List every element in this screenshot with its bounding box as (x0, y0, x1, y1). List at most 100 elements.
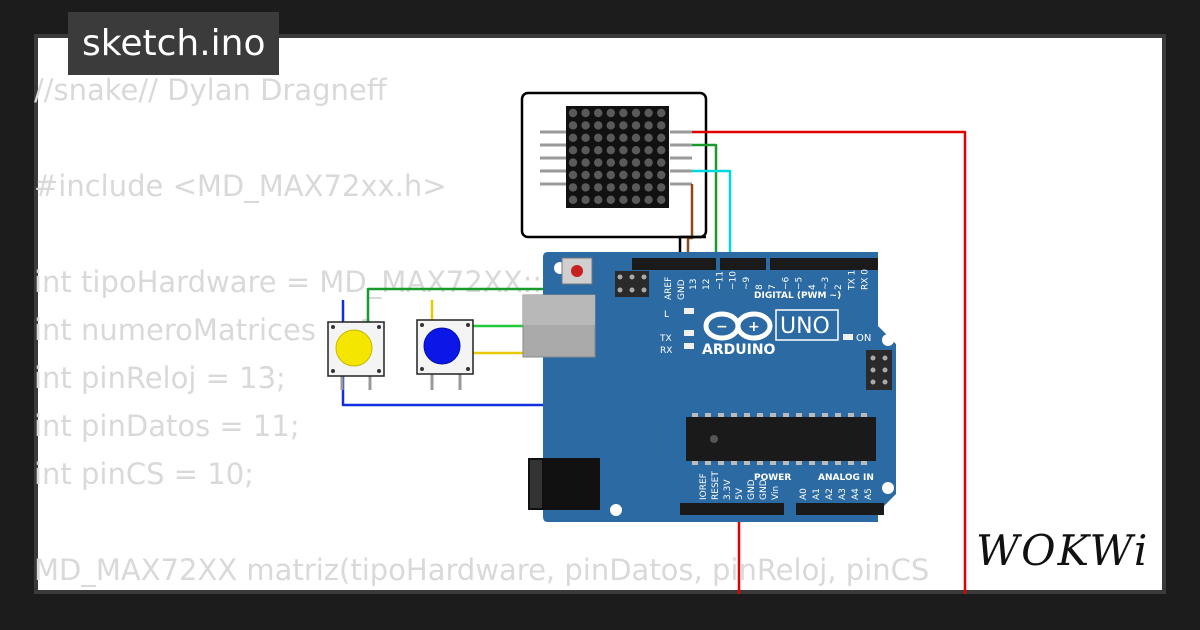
matrix-led (606, 183, 615, 192)
wire-cyan-cs[interactable] (692, 169, 732, 262)
matrix-led (606, 146, 615, 155)
matrix-led (581, 195, 590, 204)
matrix-led (594, 170, 603, 180)
matrix-led (631, 195, 641, 204)
matrix-led (644, 146, 653, 155)
matrix-led (644, 108, 653, 118)
code-line: #include <MD_MAX72xx.h> (34, 169, 447, 203)
matrix-led (568, 133, 578, 142)
matrix-led (606, 170, 615, 180)
matrix-led (657, 158, 666, 167)
pin-label: GND (759, 479, 769, 500)
pin-label: A5 (864, 488, 874, 500)
pin-label: 2 (834, 284, 844, 290)
matrix-led (631, 108, 641, 118)
code-line: int pinReloj = 13; (34, 361, 286, 395)
matrix-led (619, 108, 628, 118)
pin-label: ~9 (742, 276, 752, 290)
matrix-led (606, 158, 615, 167)
arduino-uno-board[interactable]: − + ARDUINO UNO ON DIGITAL (PWM ~) POWER… (522, 252, 896, 522)
pin-label: ~5 (795, 277, 805, 290)
matrix-led (619, 170, 628, 180)
pin-label: RX 0 (861, 269, 871, 290)
matrix-led (657, 108, 666, 118)
matrix-led (606, 108, 615, 118)
pin-label: A0 (799, 488, 809, 500)
matrix-led (581, 158, 590, 167)
code-line: int pinCS = 10; (34, 457, 254, 491)
pin-label: 5V (735, 487, 745, 500)
matrix-led (594, 158, 603, 167)
pin-label: TX 1 (847, 270, 857, 291)
matrix-led (594, 133, 603, 142)
svg-text:−: − (716, 319, 728, 335)
matrix-led (657, 146, 666, 155)
matrix-led (581, 170, 590, 180)
led-matrix-module[interactable] (520, 91, 708, 239)
file-tab[interactable]: sketch.ino (68, 12, 280, 75)
matrix-led (657, 170, 666, 180)
yellow-push-button[interactable] (327, 321, 385, 390)
matrix-led (619, 195, 628, 204)
blue-push-button[interactable] (416, 319, 474, 390)
matrix-led (568, 195, 578, 204)
matrix-led (581, 146, 590, 155)
pin-label: A2 (825, 488, 835, 500)
wokwi-logo: WOKWi (976, 526, 1150, 575)
matrix-led (594, 183, 603, 192)
analog-label: ANALOG IN (818, 473, 874, 483)
svg-text:+: + (748, 319, 760, 335)
pin-label: 13 (689, 279, 699, 290)
pin-label: Vin (771, 486, 781, 500)
matrix-led (619, 183, 628, 192)
brand-label: ARDUINO (702, 342, 776, 358)
pin-label: ~3 (821, 277, 831, 290)
matrix-led (657, 133, 666, 142)
pin-label: ~6 (781, 276, 791, 290)
matrix-led (568, 158, 578, 167)
matrix-led (631, 183, 641, 192)
matrix-led (619, 121, 628, 130)
digital-label: DIGITAL (PWM ~) (754, 291, 841, 301)
matrix-led (606, 121, 615, 130)
pin-label: GND (747, 479, 757, 500)
matrix-led (657, 183, 666, 192)
matrix-led (581, 108, 590, 118)
pin-label: IOREF (699, 473, 709, 500)
matrix-led (619, 133, 628, 142)
pin-label: RESET (711, 471, 721, 500)
matrix-led (644, 121, 653, 130)
model-label: UNO (780, 314, 830, 339)
matrix-led (631, 170, 641, 180)
matrix-led (644, 158, 653, 167)
pin-label: 4 (808, 284, 818, 290)
matrix-led (631, 158, 641, 167)
matrix-led (619, 146, 628, 155)
matrix-led (644, 170, 653, 180)
pin-label: A3 (838, 488, 848, 500)
matrix-led (657, 195, 666, 204)
pin-label: 8 (755, 284, 765, 290)
code-line: //snake// Dylan Dragneff (34, 73, 387, 107)
matrix-led (631, 133, 641, 142)
matrix-led (594, 121, 603, 130)
pin-label: 7 (768, 284, 778, 290)
matrix-led (619, 158, 628, 167)
matrix-led (606, 133, 615, 142)
matrix-led (594, 195, 603, 204)
matrix-led (568, 183, 578, 192)
matrix-led (568, 108, 578, 118)
frame-right-edge (1166, 34, 1200, 630)
matrix-led (631, 121, 641, 130)
matrix-led (606, 195, 615, 204)
wire-green-din[interactable] (692, 143, 718, 262)
frame-bottom-edge (0, 594, 1200, 630)
gnd-label: GND (677, 279, 687, 300)
wire-red-vcc[interactable] (692, 130, 967, 600)
pin-label: ~11 (715, 271, 725, 290)
matrix-led (594, 108, 603, 118)
matrix-led (644, 183, 653, 192)
on-label: ON (856, 333, 871, 344)
pin-label: A1 (812, 488, 822, 500)
pin-label: A4 (851, 488, 861, 500)
